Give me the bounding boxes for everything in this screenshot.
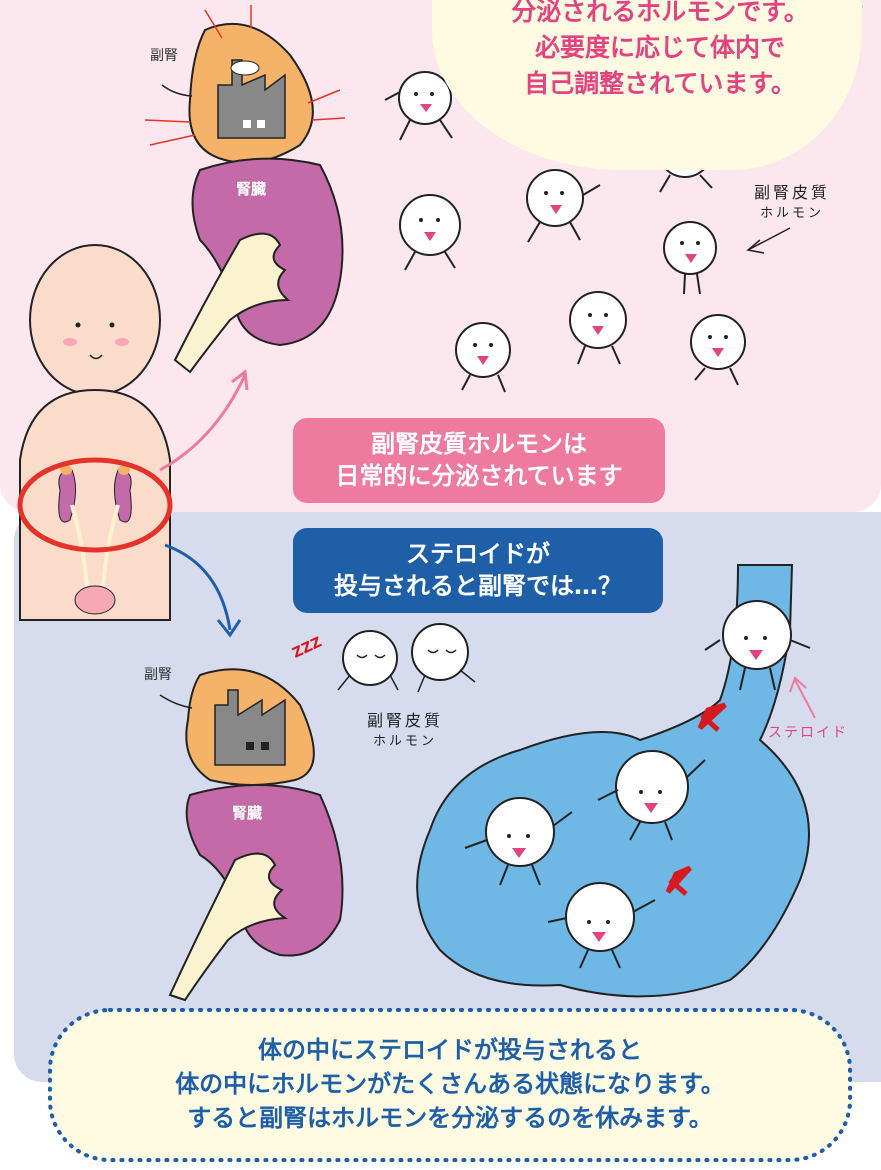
bottom-headline-line-1: ステロイドが <box>293 538 663 570</box>
hormone-label-top-line-1: 副腎皮質 <box>742 182 842 203</box>
kidney-label-top: 腎臓 <box>236 178 266 199</box>
bubble-top-line-2: 必要度に応じて体内で <box>470 30 850 66</box>
bubble-top-line-3: 自己調整されています。 <box>470 66 850 102</box>
bubble-bottom-line-3: すると副腎はホルモンを分泌するのを休みます。 <box>60 1101 840 1135</box>
kidney-label-bottom: 腎臓 <box>232 802 262 823</box>
hormone-label-bottom-line-2: ホルモン <box>350 731 460 752</box>
bubble-top-line-1: 分泌されるホルモンです。 <box>470 0 850 30</box>
sleeping-hormones <box>343 624 468 685</box>
steroid-label: ステロイド <box>768 722 848 742</box>
hormone-label-top-line-2: ホルモン <box>742 203 842 224</box>
speech-bubble-bottom-text: 体の中にステロイドが投与されると 体の中にホルモンがたくさんある状態になります。… <box>60 1033 840 1135</box>
blue-arrow <box>165 545 230 630</box>
bottom-headline: ステロイドが 投与されると副腎では…？ <box>293 528 663 613</box>
adrenal-label-bottom: 副腎 <box>144 664 172 684</box>
top-headline: 副腎皮質ホルモンは 日常的に分泌されています <box>293 418 665 503</box>
pink-arrow <box>160 375 245 470</box>
adrenal-gland-top <box>145 5 345 163</box>
bubble-bottom-line-2: 体の中にホルモンがたくさんある状態になります。 <box>60 1067 840 1101</box>
adrenal-label-top: 副腎 <box>150 45 178 65</box>
bottom-headline-line-2: 投与されると副腎では…？ <box>293 570 663 602</box>
speech-bubble-top-text: 分泌されるホルモンです。 必要度に応じて体内で 自己調整されています。 <box>470 0 850 102</box>
adrenal-gland-bottom <box>160 669 314 785</box>
hormone-label-bottom: 副腎皮質 ホルモン <box>350 710 460 752</box>
bubble-bottom-line-1: 体の中にステロイドが投与されると <box>60 1033 840 1067</box>
top-headline-line-2: 日常的に分泌されています <box>293 460 665 492</box>
person-body <box>20 245 170 620</box>
top-headline-line-1: 副腎皮質ホルモンは <box>293 428 665 460</box>
hormone-label-bottom-line-1: 副腎皮質 <box>350 710 460 731</box>
hormone-label-top: 副腎皮質 ホルモン <box>742 182 842 224</box>
